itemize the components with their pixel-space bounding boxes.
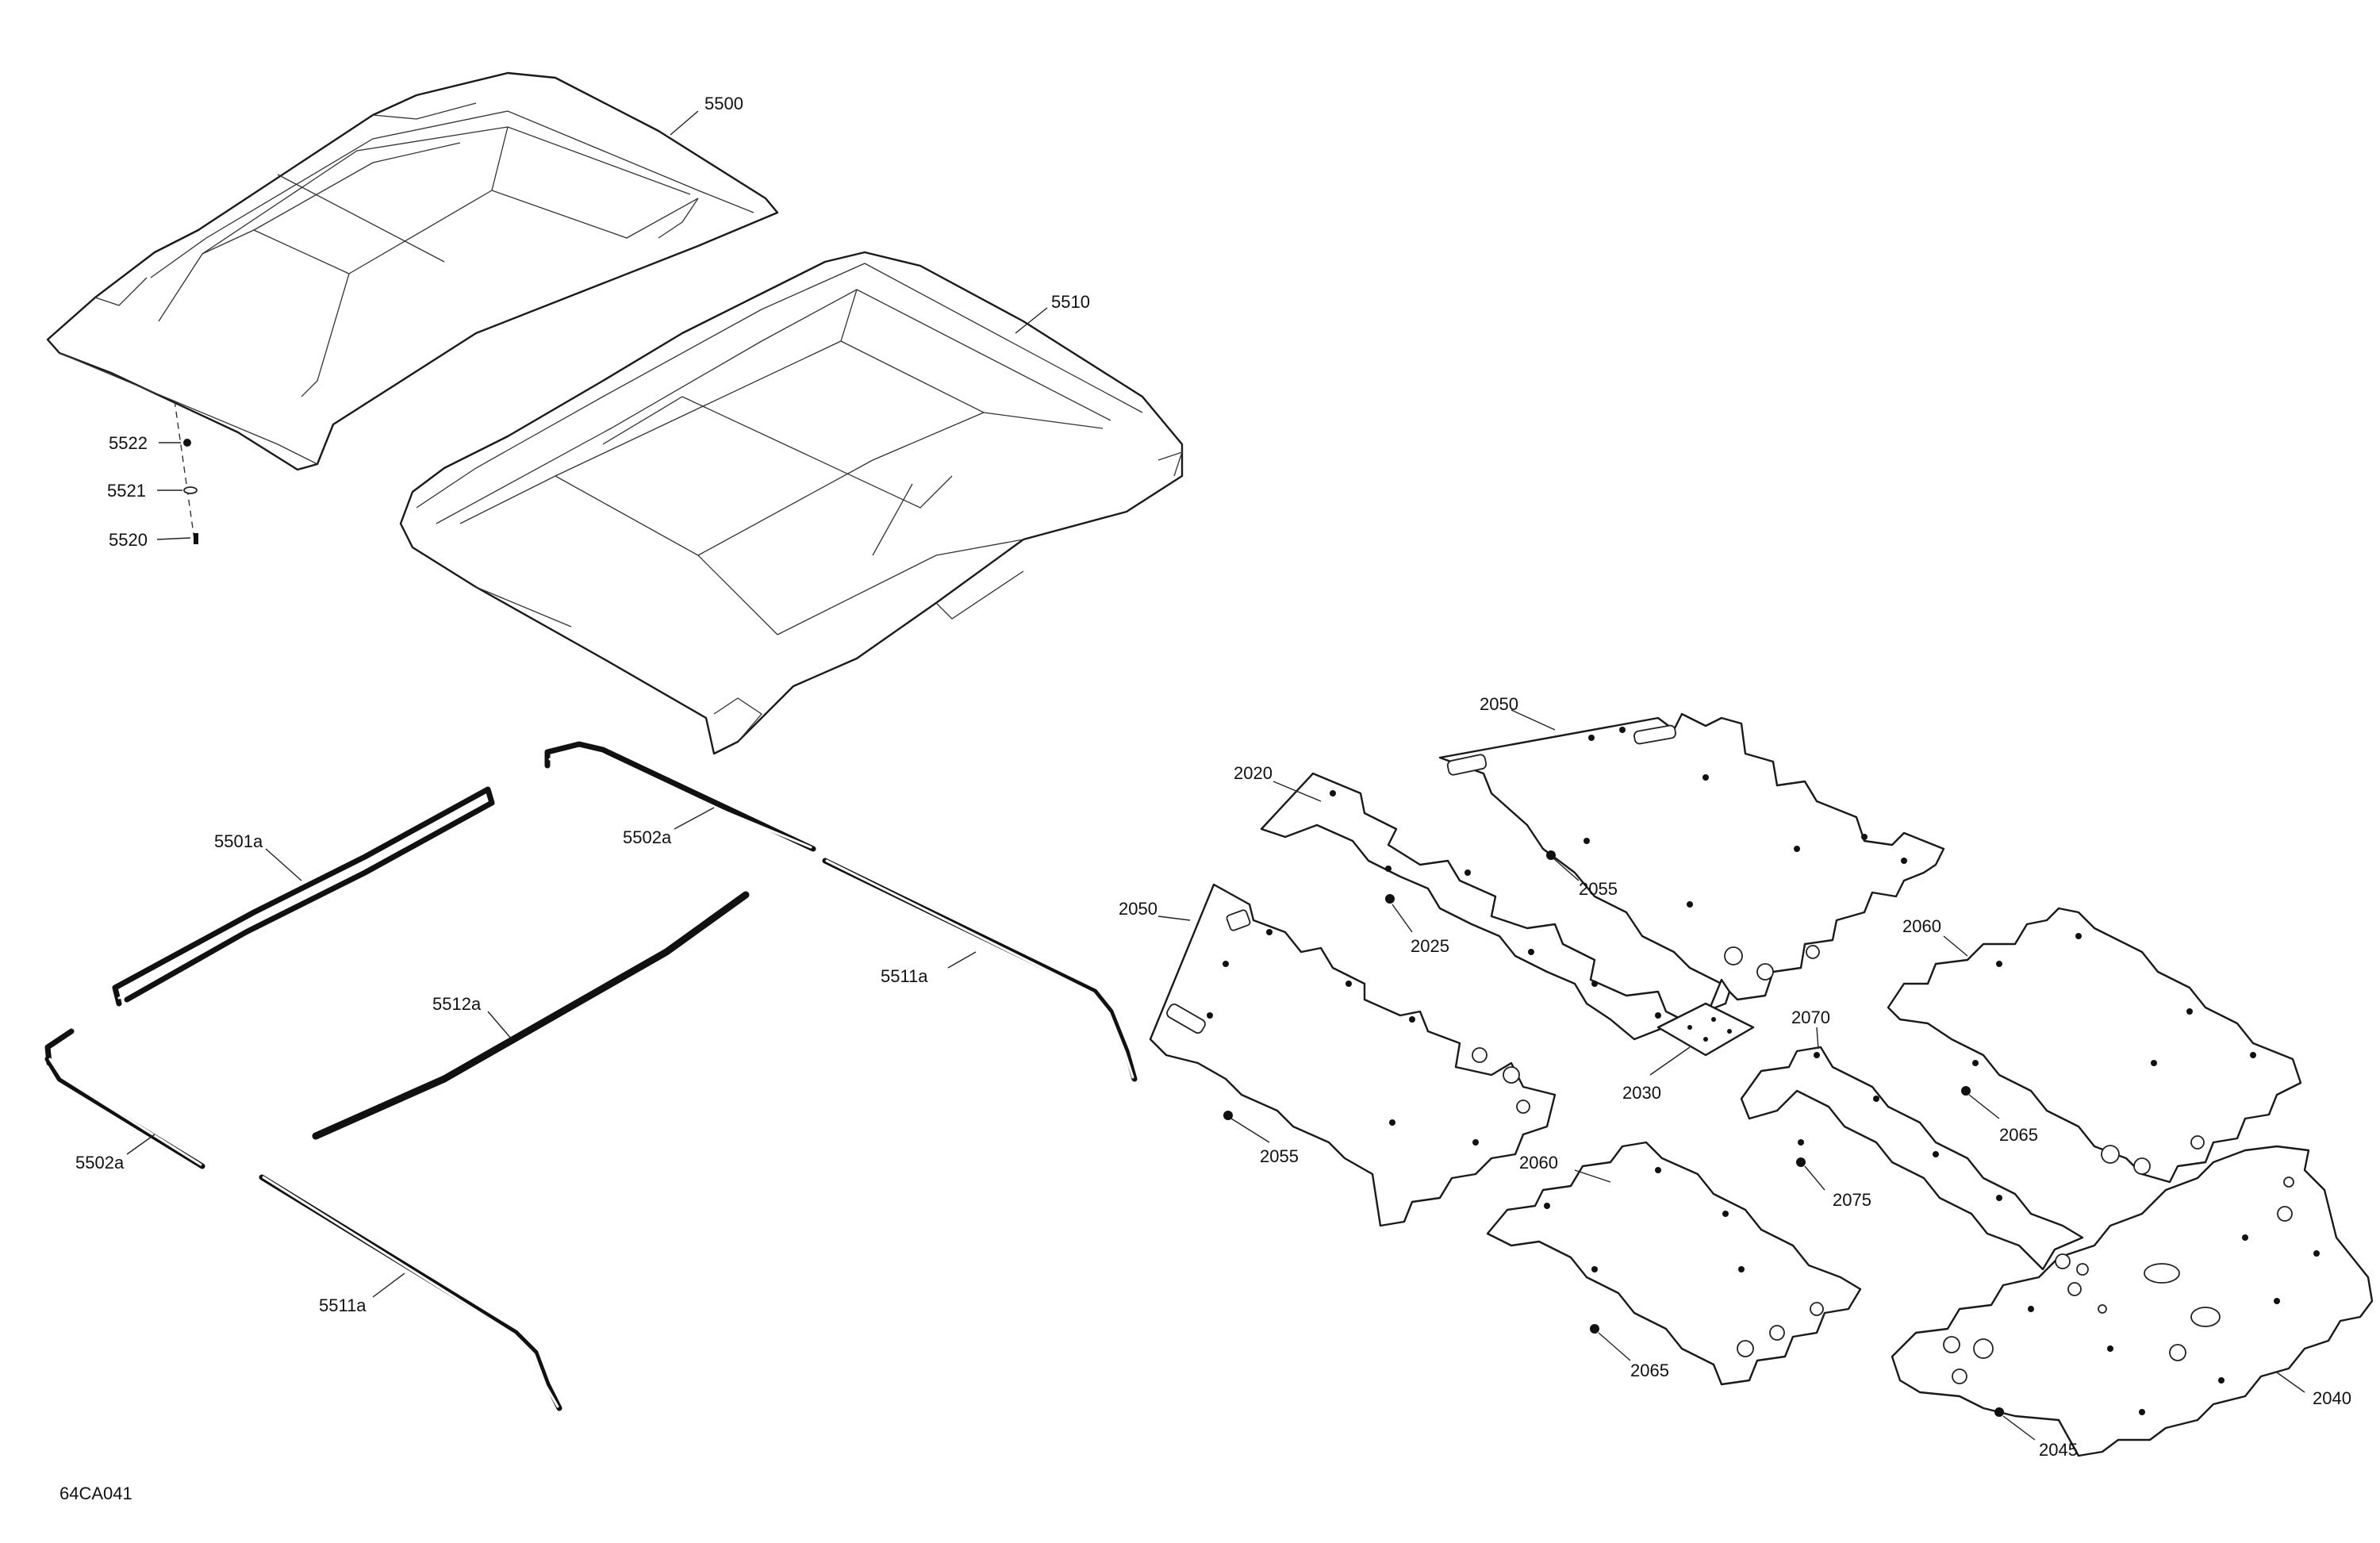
fastener-2055-bottom[interactable] bbox=[1223, 1111, 1233, 1120]
leader-lines bbox=[126, 110, 2305, 1441]
callout-5502a-top: 5502a bbox=[623, 827, 672, 847]
callout-5501a: 5501a bbox=[214, 831, 263, 851]
roof-panel-5510[interactable] bbox=[399, 251, 1184, 755]
seal-5502a-left[interactable] bbox=[44, 1028, 205, 1169]
callout-2050-left: 2050 bbox=[1119, 899, 1157, 919]
callout-2030: 2030 bbox=[1622, 1083, 1661, 1103]
floor-panel-2060-bottom[interactable] bbox=[1486, 1141, 1862, 1386]
callout-2045: 2045 bbox=[2039, 1440, 2078, 1460]
floor-panel-2040[interactable] bbox=[1891, 1145, 2374, 1457]
seal-5511a-right[interactable] bbox=[822, 858, 1138, 1082]
floor-plate-2030[interactable] bbox=[1656, 1002, 1755, 1057]
seal-5511a-left[interactable] bbox=[259, 1174, 562, 1411]
floor-panel-2050-top[interactable] bbox=[1438, 712, 1945, 1001]
seal-5512a[interactable] bbox=[312, 891, 750, 1140]
callout-2025: 2025 bbox=[1411, 936, 1449, 956]
callout-5522: 5522 bbox=[109, 433, 148, 453]
callout-5511a-right: 5511a bbox=[881, 966, 928, 986]
callout-2050-top: 2050 bbox=[1480, 694, 1518, 714]
roof-panel-5500[interactable] bbox=[46, 71, 779, 471]
fastener-2055-top[interactable] bbox=[1546, 850, 1556, 860]
callout-2065-right: 2065 bbox=[1999, 1125, 2038, 1145]
callout-5510: 5510 bbox=[1051, 292, 1090, 312]
callout-2055-bottom: 2055 bbox=[1260, 1146, 1299, 1166]
callout-5521: 5521 bbox=[107, 481, 146, 501]
drawing-code: 64CA041 bbox=[60, 1484, 132, 1503]
floor-panel-2060-right[interactable] bbox=[1887, 907, 2302, 1184]
fastener-2065-right[interactable] bbox=[1961, 1086, 1971, 1096]
callout-2060-bottom: 2060 bbox=[1519, 1153, 1558, 1173]
fastener-stack[interactable] bbox=[174, 400, 198, 544]
fastener-2045[interactable] bbox=[1994, 1407, 2004, 1417]
seal-5501a[interactable] bbox=[112, 786, 495, 1007]
fastener-2025[interactable] bbox=[1385, 894, 1395, 904]
callout-2065-bottom: 2065 bbox=[1630, 1361, 1669, 1380]
nut-5522 bbox=[183, 439, 191, 447]
fastener-2065-bottom[interactable] bbox=[1590, 1324, 1599, 1334]
seal-5502a-top[interactable] bbox=[544, 741, 816, 852]
callout-2060-right: 2060 bbox=[1902, 916, 1941, 936]
screw-5520 bbox=[194, 533, 198, 544]
callout-2055-top: 2055 bbox=[1579, 879, 1618, 899]
callout-2020: 2020 bbox=[1234, 763, 1273, 783]
callout-2040: 2040 bbox=[2313, 1388, 2351, 1408]
callout-5500: 5500 bbox=[704, 94, 743, 113]
washer-5521 bbox=[183, 486, 198, 494]
callout-2075: 2075 bbox=[1833, 1190, 1871, 1210]
callout-2070: 2070 bbox=[1791, 1008, 1830, 1027]
floor-panel-2050-left[interactable] bbox=[1149, 883, 1557, 1227]
callout-5511a-left: 5511a bbox=[319, 1295, 367, 1315]
fastener-2075[interactable] bbox=[1796, 1157, 1806, 1167]
callout-5520: 5520 bbox=[109, 530, 148, 550]
floor-panel-2070[interactable] bbox=[1740, 1046, 2084, 1271]
callout-5502a-left: 5502a bbox=[75, 1153, 125, 1173]
callout-5512a: 5512a bbox=[432, 994, 482, 1014]
